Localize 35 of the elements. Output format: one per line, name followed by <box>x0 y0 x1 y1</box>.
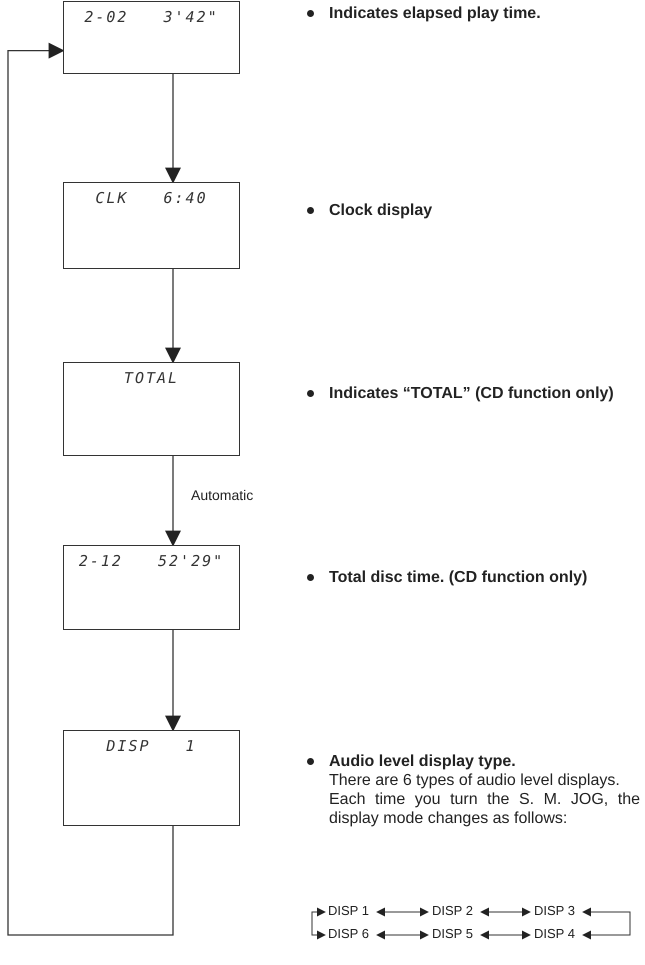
description-text: Each time you turn the S. M. JOG, the display mode changes as follows: <box>329 790 640 828</box>
arrow <box>165 74 181 184</box>
arrow <box>376 908 429 916</box>
mode-label: DISP 2 <box>432 903 478 918</box>
arrow <box>480 908 531 916</box>
arrow <box>165 630 181 732</box>
description-text: Indicates elapsed play time. <box>329 4 542 23</box>
mode-label: DISP 1 <box>328 903 374 918</box>
display-screen <box>63 1 240 74</box>
description-text: Indicates “TOTAL” (CD function only) <box>329 384 615 403</box>
arrow <box>376 930 429 940</box>
edge-label: Automatic <box>189 486 256 502</box>
description-text: There are 6 types of audio level displays. <box>329 771 621 790</box>
arrow <box>7 42 174 936</box>
display-readout: CLK 6:40 <box>95 189 208 207</box>
arrow <box>165 269 181 364</box>
arrow <box>582 908 630 940</box>
display-readout: 2-12 52'29" <box>78 552 224 570</box>
display-screen <box>63 545 240 630</box>
mode-label: DISP 3 <box>534 903 580 918</box>
arrow <box>312 908 326 940</box>
display-readout: TOTAL <box>124 369 180 387</box>
display-readout: DISP 1 <box>106 737 197 755</box>
mode-label: DISP 5 <box>432 926 478 941</box>
display-screen <box>63 182 240 269</box>
arrow <box>480 930 531 940</box>
mode-label: DISP 6 <box>328 926 374 941</box>
description-text: Clock display <box>329 201 434 220</box>
arrow <box>165 456 181 547</box>
display-readout: 2-02 3'42" <box>84 8 219 26</box>
description-text: Total disc time. (CD function only) <box>329 568 588 587</box>
description-text: Audio level display type. <box>329 752 517 771</box>
display-screen <box>63 730 240 826</box>
display-screen <box>63 362 240 456</box>
mode-label: DISP 4 <box>534 926 580 941</box>
